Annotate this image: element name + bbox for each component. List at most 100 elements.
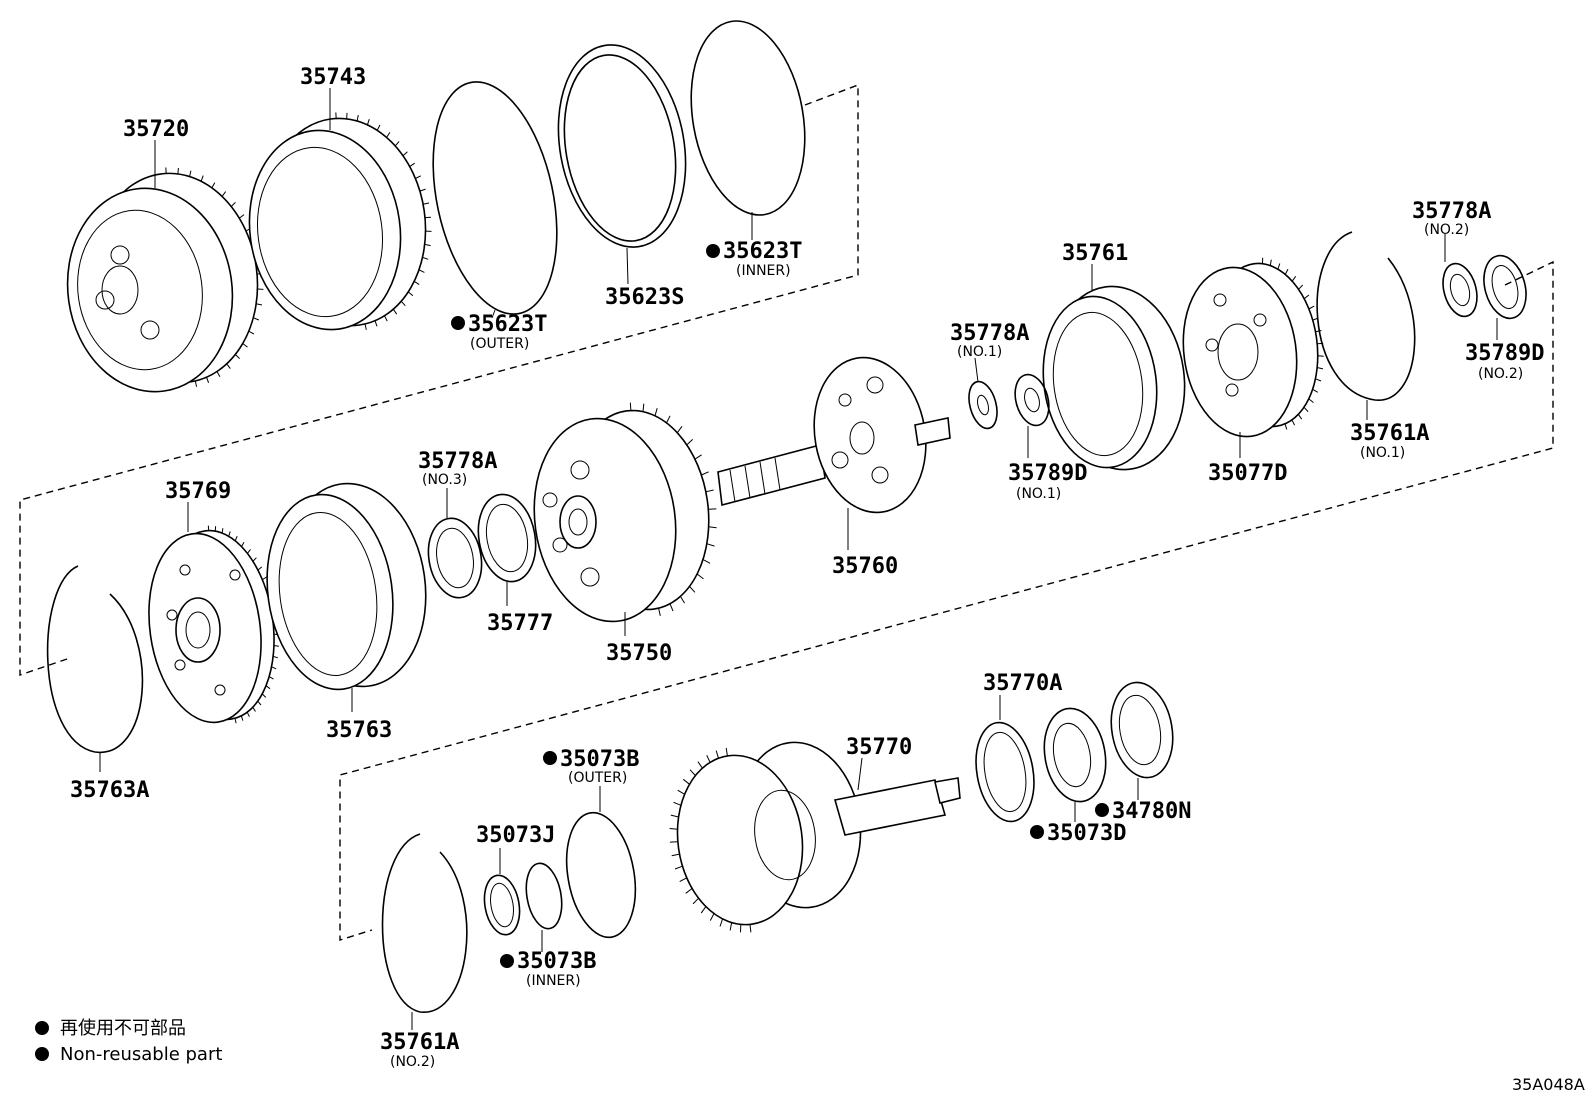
- part-35073J-ring: [483, 874, 521, 936]
- gear-tooth: [241, 541, 245, 547]
- gear-tooth: [265, 685, 271, 690]
- gear-tooth: [386, 132, 391, 138]
- marker-35623T-inner: [706, 244, 720, 258]
- gear-tooth: [221, 191, 227, 197]
- gear-tooth: [400, 300, 406, 307]
- gear-tooth: [374, 320, 378, 327]
- gear-tooth: [715, 750, 719, 759]
- gear-tooth: [356, 115, 359, 122]
- gear-tooth: [189, 170, 192, 177]
- gear-tooth: [257, 566, 263, 571]
- label-35789D-no1: 35789D: [1008, 461, 1087, 486]
- gear-tooth: [679, 596, 686, 604]
- gear-tooth: [1291, 276, 1297, 282]
- gear-tooth: [413, 280, 420, 286]
- non-reusable-markers: [35, 244, 1109, 1061]
- gear-tooth: [240, 715, 244, 721]
- label-35073J: 35073J: [476, 823, 555, 848]
- gear-tooth: [658, 607, 661, 617]
- gear-tooth: [1277, 263, 1281, 270]
- label-35073D: 35073D: [1047, 821, 1126, 846]
- part-35073B-outer-oring: [565, 811, 637, 939]
- gear-tooth: [1308, 398, 1314, 403]
- leader-lines: [99, 88, 1498, 1030]
- gear-tooth: [423, 202, 430, 205]
- gear-tooth: [253, 317, 260, 321]
- gear-tooth: [1298, 284, 1304, 290]
- gear-tooth: [689, 769, 696, 776]
- gear-tooth: [268, 676, 274, 680]
- gear-tooth: [676, 426, 683, 433]
- label-35073B-inner-sub: (INNER): [526, 973, 581, 989]
- part-35763A-snapring: [46, 565, 144, 753]
- gear-tooth: [706, 543, 715, 547]
- gear-tooth: [654, 408, 658, 416]
- part-35623S-ring: [557, 44, 687, 248]
- part-35761A-no1-snapring: [1316, 231, 1416, 401]
- part-35750-carrier: [533, 402, 717, 623]
- label-35623T-inner-sub: (INNER): [736, 263, 791, 279]
- gear-tooth: [392, 308, 398, 315]
- gear-tooth: [669, 828, 678, 830]
- gear-tooth: [272, 655, 279, 659]
- label-35760: 35760: [832, 554, 898, 579]
- gear-tooth: [696, 573, 704, 580]
- gear-tooth: [419, 188, 426, 192]
- gear-tooth: [673, 801, 682, 806]
- gear-tooth: [666, 415, 671, 424]
- gear-tooth: [1315, 330, 1322, 333]
- gear-tooth: [689, 586, 696, 593]
- part-35720-carrier: [66, 167, 264, 393]
- part-35073B-inner-oring: [525, 862, 563, 930]
- gear-tooth: [366, 119, 370, 125]
- part-35778A-no2-bearing: [1442, 262, 1478, 318]
- gear-tooth: [394, 141, 400, 147]
- gear-tooth: [228, 531, 231, 537]
- gear-tooth: [725, 747, 728, 756]
- gear-tooth: [1316, 367, 1324, 370]
- gear-tooth: [669, 603, 674, 612]
- gear-tooth: [200, 175, 204, 182]
- label-35789D-no2-sub: (NO.2): [1478, 366, 1523, 382]
- label-35761A-no2-sub: (NO.2): [390, 1054, 435, 1070]
- gear-tooth: [261, 693, 267, 698]
- gear-tooth: [415, 175, 422, 179]
- gear-tooth: [679, 877, 687, 883]
- part-35770A-washer: [975, 721, 1035, 823]
- marker-35073D: [1030, 825, 1044, 839]
- gear-tooth: [206, 377, 210, 383]
- label-35777: 35777: [487, 611, 553, 636]
- gear-tooth: [1303, 294, 1310, 300]
- part-35743-drum: [248, 112, 432, 331]
- gear-tooth: [1308, 305, 1315, 310]
- gear-tooth: [252, 557, 257, 562]
- label-35761A-no2: 35761A: [380, 1030, 459, 1055]
- gear-tooth: [422, 256, 429, 260]
- part-35623T-outer-oring: [432, 81, 558, 315]
- part-35761A-no2-snapring: [381, 833, 468, 1013]
- label-35077D: 35077D: [1208, 461, 1287, 486]
- gear-tooth: [692, 897, 699, 905]
- label-35770: 35770: [846, 735, 912, 760]
- label-35750: 35750: [606, 641, 672, 666]
- marker-35073B-inner: [500, 954, 514, 968]
- gear-tooth: [271, 666, 277, 670]
- label-35778A-no2-sub: (NO.2): [1424, 222, 1469, 238]
- legend: 再使用不可部品 Non-reusable part: [60, 1018, 222, 1065]
- dashed-group-outlines: [19, 83, 1554, 941]
- label-35761A-no1-sub: (NO.1): [1360, 445, 1405, 461]
- gear-tooth: [1312, 388, 1319, 393]
- gear-tooth: [257, 700, 262, 706]
- gear-tooth: [1284, 423, 1288, 430]
- label-35761: 35761: [1062, 241, 1128, 266]
- gear-tooth: [418, 269, 425, 273]
- gear-tooth: [242, 343, 248, 348]
- part-35761-ring-gear: [1042, 285, 1186, 471]
- gear-tooth: [1297, 414, 1303, 420]
- label-35763: 35763: [326, 718, 392, 743]
- gear-tooth: [384, 315, 388, 322]
- label-35778A-no1-sub: (NO.1): [957, 344, 1002, 360]
- part-35763-ring-gear: [266, 482, 427, 691]
